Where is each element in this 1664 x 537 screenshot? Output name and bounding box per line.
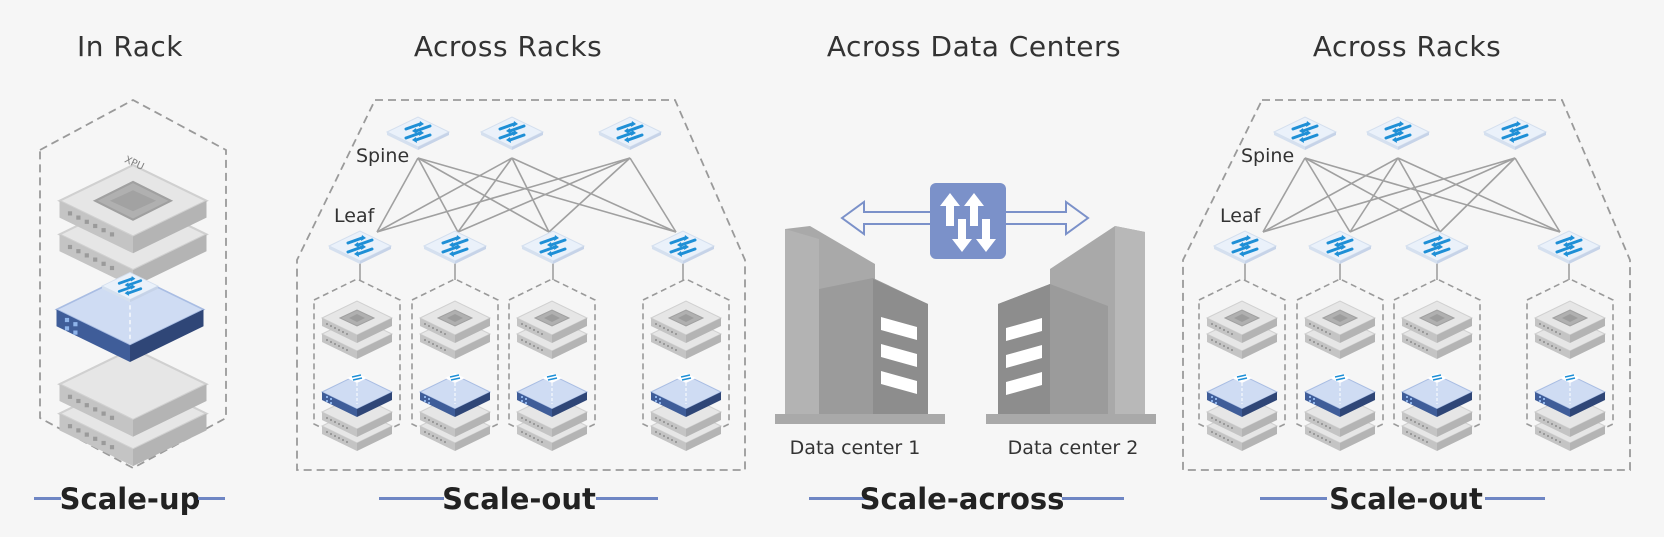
spine-label: Spine (356, 145, 410, 167)
leaf-switch-icon (422, 229, 488, 266)
leaf-switch-icon (1404, 229, 1470, 266)
leaf-switch-icon (1536, 229, 1602, 266)
leaf-switch-icon (327, 229, 393, 266)
across-dc-group (775, 183, 1156, 424)
leaf-switch-icon (650, 229, 716, 266)
leaf-label: Leaf (1220, 205, 1261, 227)
across-racks-group-1 (296, 99, 746, 471)
spine-switch-icon (479, 115, 545, 152)
data-center-1-building-icon (775, 226, 945, 424)
section-title-in-rack: In Rack (76, 30, 184, 63)
scale-up-label: Scale-up (59, 482, 201, 516)
data-center-1-label: Data center 1 (789, 437, 921, 459)
mini-rack (1394, 279, 1480, 451)
scale-out-label-1: Scale-out (442, 482, 596, 516)
leaf-switch-icon (520, 229, 586, 266)
mini-rack (1527, 279, 1613, 451)
spine-label: Spine (1241, 145, 1295, 167)
in-rack-group: XPU (39, 98, 227, 470)
scale-out-line-right (596, 497, 658, 500)
scale-across-line-left (809, 497, 869, 500)
spine-switch-icon (597, 115, 663, 152)
data-center-2-label: Data center 2 (1007, 437, 1139, 459)
scale-out-line-left (1260, 497, 1327, 500)
section-title-across-racks-1: Across Racks (413, 30, 603, 63)
scale-up-line-right (198, 497, 225, 500)
mini-rack (1199, 279, 1285, 451)
mini-rack (314, 279, 400, 451)
mini-rack (1297, 279, 1383, 451)
mini-rack (643, 279, 729, 451)
leaf-label: Leaf (334, 205, 375, 227)
scale-up-line-left (34, 497, 61, 500)
scale-across-line-right (1062, 497, 1124, 500)
section-title-across-racks-2: Across Racks (1312, 30, 1502, 63)
mini-rack (509, 279, 595, 451)
scale-out-label-2: Scale-out (1329, 482, 1483, 516)
dci-switch-icon (930, 183, 1006, 259)
across-racks-group-2 (1182, 99, 1631, 471)
leaf-switch-icon (1307, 229, 1373, 266)
leaf-switch-icon (1212, 229, 1278, 266)
section-title-across-data-centers: Across Data Centers (826, 30, 1122, 63)
mini-rack (412, 279, 498, 451)
data-center-2-building-icon (986, 226, 1156, 424)
spine-switch-icon (1365, 115, 1431, 152)
spine-switch-icon (1482, 115, 1548, 152)
scale-out-line-left (379, 497, 444, 500)
scale-across-label: Scale-across (859, 482, 1065, 516)
scale-out-line-right (1485, 497, 1545, 500)
